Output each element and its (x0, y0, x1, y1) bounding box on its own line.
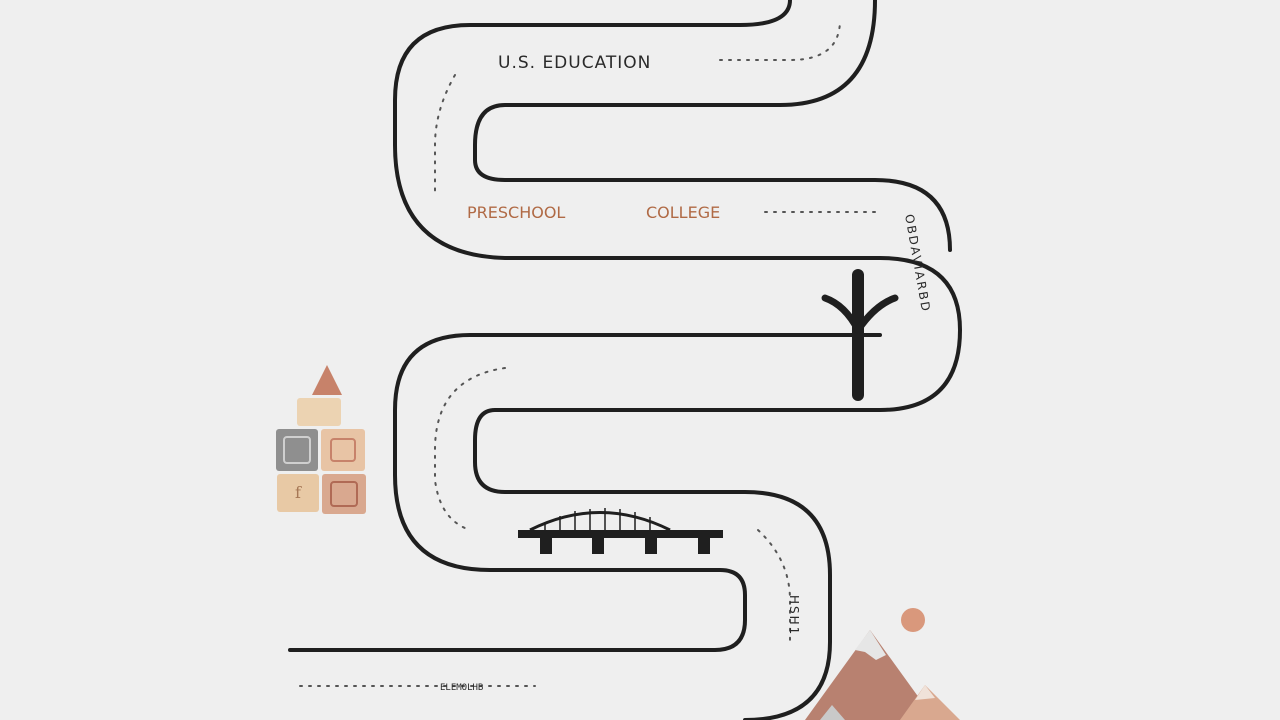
title-label: U.S. EDUCATION (498, 53, 651, 73)
building-blocks-icon: f (276, 365, 366, 514)
vertical-right-label: OBDAVIARBD (902, 213, 933, 314)
vertical-bottom-label: HSH1 (787, 595, 801, 636)
tree-icon (821, 269, 899, 401)
winding-road (393, 0, 963, 720)
dotted-guides (299, 19, 881, 687)
ball-icon (901, 608, 925, 632)
svg-text:f: f (295, 483, 302, 502)
winding-road-lower-left (288, 333, 882, 652)
winding-road-inner (473, 0, 952, 252)
mountains-icon (805, 630, 960, 720)
bottom-small-label: ELEMOLHB (440, 683, 483, 693)
bridge-icon (518, 508, 723, 554)
college-label: COLLEGE (646, 203, 720, 222)
preschool-label: PRESCHOOL (467, 203, 565, 222)
